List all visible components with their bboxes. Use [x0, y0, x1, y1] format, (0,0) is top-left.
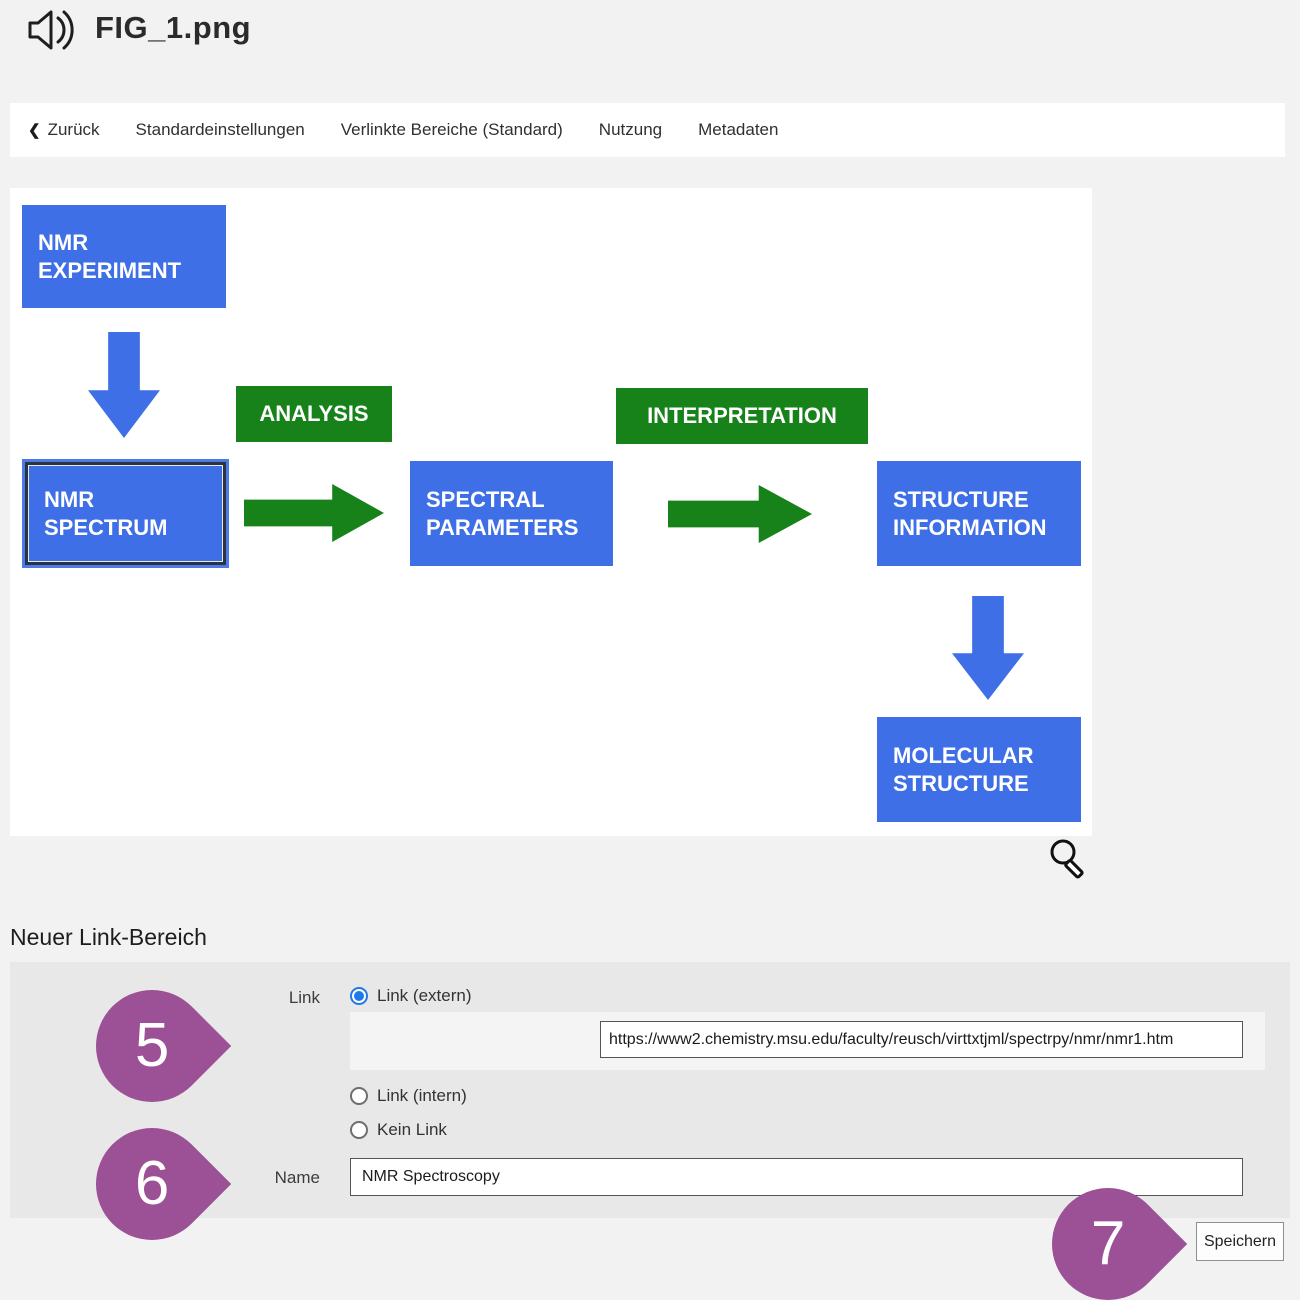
flow-label-analysis: ANALYSIS [236, 386, 392, 442]
save-button[interactable]: Speichern [1196, 1222, 1284, 1261]
header: FIG_1.png [0, 0, 1300, 70]
radio-selected-icon[interactable] [350, 987, 368, 1005]
nav-item-nutzung[interactable]: Nutzung [598, 120, 663, 139]
nav-item-standardeinstellungen[interactable]: Standardeinstellungen [135, 120, 305, 139]
name-field-label: Name [274, 1168, 320, 1187]
nav-back[interactable]: ❮ Zurück [28, 120, 100, 140]
external-url-input[interactable] [600, 1021, 1243, 1058]
page-title: FIG_1.png [95, 10, 252, 45]
marker-number: 6 [134, 1148, 170, 1218]
radio-label: Link (intern) [377, 1086, 467, 1105]
flow-box-structure-information: STRUCTURE INFORMATION [877, 461, 1081, 566]
radio-icon[interactable] [350, 1087, 368, 1105]
navbar: ❮ Zurück Standardeinstellungen Verlinkte … [10, 103, 1285, 157]
flow-label-interpretation: INTERPRETATION [616, 388, 868, 444]
marker-number: 5 [134, 1010, 170, 1080]
speaker-icon [28, 10, 74, 50]
magnifier-icon[interactable] [1046, 836, 1092, 882]
section-heading: Neuer Link-Bereich [10, 924, 207, 950]
marker-number: 7 [1090, 1208, 1126, 1278]
nav-item-verlinkte-bereiche[interactable]: Verlinkte Bereiche (Standard) [340, 120, 563, 139]
link-field-label: Link [288, 988, 320, 1007]
flow-box-nmr-spectrum-selected[interactable]: NMR SPECTRUM [25, 462, 226, 565]
down-arrow-icon [88, 332, 160, 438]
radio-label: Link (extern) [377, 986, 472, 1005]
radio-option-link-extern[interactable]: Link (extern) [350, 986, 471, 1006]
radio-label: Kein Link [377, 1120, 447, 1139]
chevron-left-icon: ❮ [28, 122, 41, 139]
flow-box-molecular-structure: MOLECULAR STRUCTURE [877, 717, 1081, 822]
right-arrow-icon [668, 485, 812, 543]
nav-back-label: Zurück [47, 120, 100, 139]
nav-item-metadaten[interactable]: Metadaten [698, 120, 779, 139]
right-arrow-icon [244, 484, 384, 542]
flow-box-spectral-parameters: SPECTRAL PARAMETERS [410, 461, 613, 566]
radio-option-link-intern[interactable]: Link (intern) [350, 1086, 467, 1106]
name-input[interactable] [350, 1158, 1243, 1196]
radio-icon[interactable] [350, 1121, 368, 1139]
down-arrow-icon [952, 596, 1024, 700]
flow-box-nmr-experiment: NMR EXPERIMENT [22, 205, 226, 308]
figure-image: NMR EXPERIMENT ANALYSIS NMR SPECTRUM SPE… [10, 188, 1092, 836]
radio-option-kein-link[interactable]: Kein Link [350, 1120, 447, 1140]
